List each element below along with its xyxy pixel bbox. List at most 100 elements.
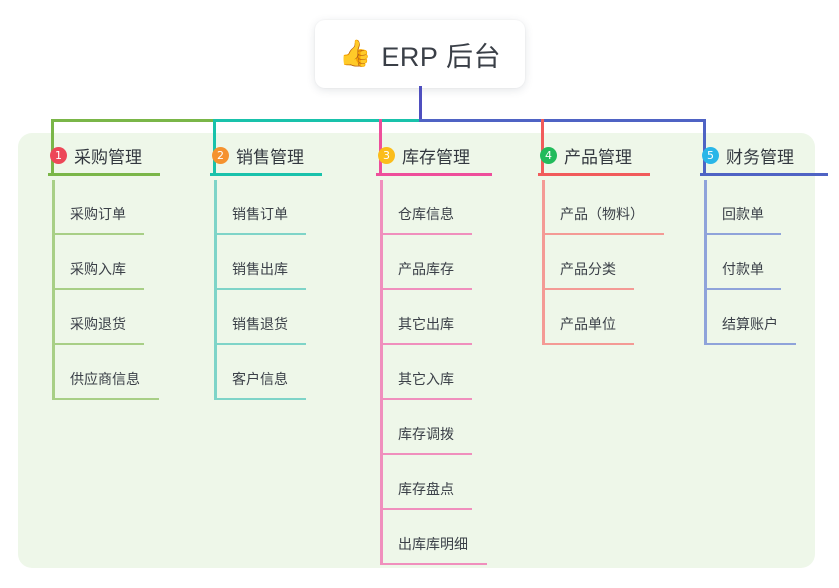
leaf-node-label: 结算账户 <box>722 316 778 332</box>
leaf-node[interactable]: 仓库信息 <box>362 180 472 235</box>
branch-header-rule <box>538 173 650 176</box>
branch-children-4: 产品（物料） 产品分类产品单位 <box>524 180 664 345</box>
branch-drop-connector-1 <box>51 119 54 173</box>
leaf-node[interactable]: 客户信息 <box>196 345 306 400</box>
branch-number-badge: 3 <box>378 146 395 164</box>
leaf-node-rule <box>52 288 144 290</box>
leaf-node-rule <box>214 343 306 345</box>
leaf-node-label: 销售出库 <box>232 261 288 277</box>
leaf-node-label: 库存调拨 <box>398 426 454 442</box>
branch-2: 2 销售管理销售订单销售出库销售退货客户信息 <box>196 142 322 400</box>
branch-title-label: 采购管理 <box>74 147 142 167</box>
branch-header-3[interactable]: 3 库存管理 <box>362 142 492 176</box>
leaf-node-label: 回款单 <box>722 206 764 222</box>
leaf-node-rule <box>542 233 664 235</box>
leaf-node-label: 产品库存 <box>398 261 454 277</box>
branch-header-rule <box>376 173 492 176</box>
root-trunk-connector <box>419 86 422 122</box>
branch-header-2[interactable]: 2 销售管理 <box>196 142 322 176</box>
leaf-node-label: 客户信息 <box>232 371 288 387</box>
leaf-node-rule <box>380 343 472 345</box>
leaf-node[interactable]: 付款单 <box>686 235 794 290</box>
leaf-node[interactable]: 回款单 <box>686 180 794 235</box>
branch-4: 4 产品管理产品（物料） 产品分类产品单位 <box>524 142 664 345</box>
leaf-node-label: 库存盘点 <box>398 481 454 497</box>
leaf-node-rule <box>52 233 144 235</box>
leaf-node-rule <box>214 398 306 400</box>
leaf-node-rule <box>380 288 472 290</box>
branch-number-badge: 2 <box>212 146 229 164</box>
leaf-node[interactable]: 采购入库 <box>34 235 144 290</box>
leaf-node-label: 销售订单 <box>232 206 288 222</box>
leaf-node[interactable]: 供应商信息 <box>34 345 159 400</box>
leaf-node-rule <box>542 288 634 290</box>
leaf-node[interactable]: 采购退货 <box>34 290 144 345</box>
bus-segment-2 <box>213 119 422 122</box>
branch-drop-connector-5 <box>703 119 706 173</box>
leaf-node-rule <box>380 453 472 455</box>
leaf-node[interactable]: 销售出库 <box>196 235 306 290</box>
leaf-node[interactable]: 库存调拨 <box>362 400 472 455</box>
leaf-node-rule <box>704 288 781 290</box>
branch-header-4[interactable]: 4 产品管理 <box>524 142 650 176</box>
branch-drop-connector-3 <box>379 119 382 173</box>
branch-title-label: 财务管理 <box>726 147 794 167</box>
branch-number-badge: 4 <box>540 146 557 164</box>
branch-title-label: 销售管理 <box>236 147 304 167</box>
branch-title-label: 库存管理 <box>402 147 470 167</box>
leaf-node[interactable]: 结算账户 <box>686 290 796 345</box>
leaf-node[interactable]: 产品单位 <box>524 290 634 345</box>
leaf-node-label: 产品分类 <box>560 261 616 277</box>
leaf-node-label: 仓库信息 <box>398 206 454 222</box>
branch-drop-connector-2 <box>213 119 216 173</box>
leaf-node-rule <box>380 508 472 510</box>
leaf-node[interactable]: 其它入库 <box>362 345 472 400</box>
bus-segment-3 <box>419 119 706 122</box>
leaf-node-label: 产品（物料） <box>560 206 644 222</box>
root-node-label: ERP 后台 <box>381 41 501 72</box>
leaf-node-rule <box>542 343 634 345</box>
leaf-node-rule <box>214 233 306 235</box>
leaf-node-rule <box>380 563 487 565</box>
branch-children-1: 采购订单采购入库采购退货供应商信息 <box>34 180 159 400</box>
branch-spine <box>214 180 217 400</box>
branch-spine <box>52 180 55 400</box>
leaf-node[interactable]: 产品（物料） <box>524 180 664 235</box>
leaf-node[interactable]: 销售退货 <box>196 290 306 345</box>
leaf-node[interactable]: 出库库明细 <box>362 510 487 565</box>
leaf-node-label: 付款单 <box>722 261 764 277</box>
branch-3: 3 库存管理仓库信息产品库存其它出库其它入库库存调拨库存盘点出库库明细 <box>362 142 492 565</box>
branch-spine <box>380 180 383 565</box>
root-node[interactable]: 👍 ERP 后台 <box>315 20 525 88</box>
leaf-node-label: 供应商信息 <box>70 371 140 387</box>
branch-children-2: 销售订单销售出库销售退货客户信息 <box>196 180 306 400</box>
branch-header-rule <box>210 173 322 176</box>
branch-number-badge: 5 <box>702 146 719 164</box>
branch-header-rule <box>700 173 828 176</box>
leaf-node[interactable]: 库存盘点 <box>362 455 472 510</box>
branch-header-5[interactable]: 5 财务管理 <box>686 142 828 176</box>
leaf-node-rule <box>52 398 159 400</box>
leaf-node-label: 其它入库 <box>398 371 454 387</box>
bus-segment-1 <box>51 119 215 122</box>
leaf-node-rule <box>214 288 306 290</box>
branch-title-label: 产品管理 <box>564 147 632 167</box>
leaf-node[interactable]: 采购订单 <box>34 180 144 235</box>
branch-spine <box>704 180 707 345</box>
leaf-node-rule <box>704 343 796 345</box>
branch-children-3: 仓库信息产品库存其它出库其它入库库存调拨库存盘点出库库明细 <box>362 180 487 565</box>
leaf-node[interactable]: 其它出库 <box>362 290 472 345</box>
leaf-node-rule <box>380 233 472 235</box>
leaf-node[interactable]: 产品分类 <box>524 235 634 290</box>
leaf-node-label: 出库库明细 <box>398 536 468 552</box>
branch-drop-connector-4 <box>541 119 544 173</box>
branch-spine <box>542 180 545 345</box>
branch-header-rule <box>48 173 160 176</box>
leaf-node-label: 其它出库 <box>398 316 454 332</box>
leaf-node[interactable]: 销售订单 <box>196 180 306 235</box>
leaf-node[interactable]: 产品库存 <box>362 235 472 290</box>
leaf-node-label: 销售退货 <box>232 316 288 332</box>
